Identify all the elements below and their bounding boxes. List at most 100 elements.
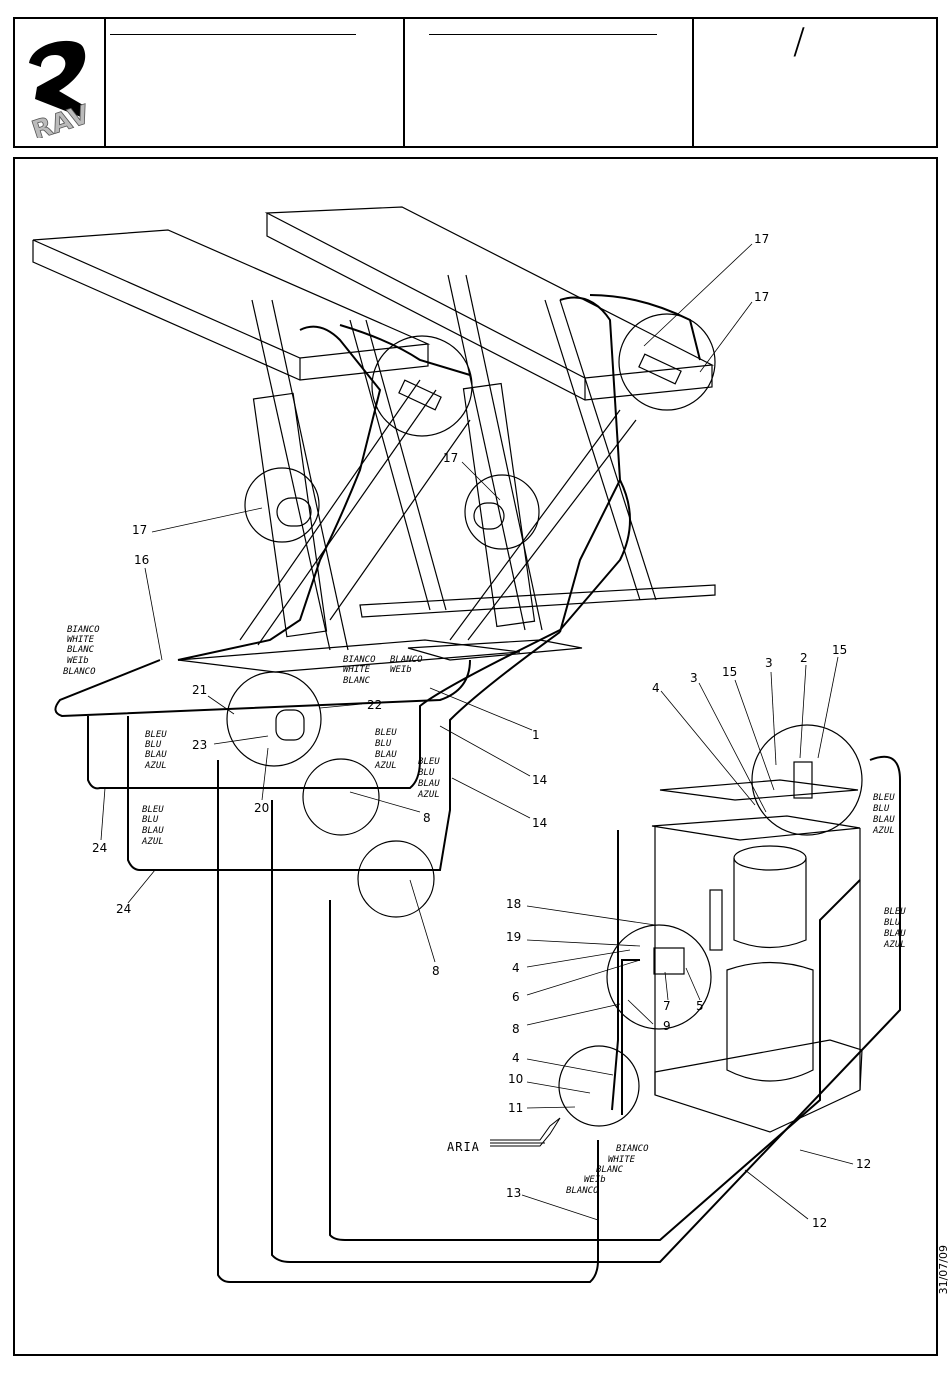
callout-number: 17 — [754, 232, 769, 246]
hose-label-blue: BLAU — [142, 826, 164, 836]
hose-color-labels: BIANCO WHITE BLANC WEIb BLANCO BIANCO WH… — [63, 625, 906, 1196]
right-cylinder — [462, 382, 536, 628]
callout-number: 15 — [832, 643, 847, 657]
detail-circle-air-inlet — [558, 1045, 640, 1127]
filter-body — [275, 709, 305, 741]
hose-label-blue: BLEU — [375, 728, 397, 738]
hose-label-blue: BLAU — [375, 750, 397, 760]
hose-label-blue: BLAU — [884, 929, 906, 939]
cylinder-end-detail — [276, 497, 312, 527]
hose-label-blue: BLU — [142, 815, 159, 825]
hose-label-white: WHITE — [343, 665, 371, 675]
title-block: / RAV — [13, 17, 938, 148]
hose-label-blue: BLU — [375, 739, 392, 749]
callout-number: 6 — [512, 990, 520, 1004]
cylinder-detail — [398, 379, 442, 411]
callout-number: 4 — [512, 961, 520, 975]
left-runway — [32, 229, 431, 381]
callout-number: 8 — [512, 1022, 520, 1036]
title-underline — [429, 34, 657, 35]
callout-number: 7 — [663, 999, 671, 1013]
callout-number: 12 — [856, 1157, 871, 1171]
hose-label-blue: AZUL — [883, 940, 906, 950]
hose-label-white: WHITE — [608, 1155, 636, 1165]
callout-number: 18 — [506, 897, 521, 911]
callout-number: 8 — [423, 811, 431, 825]
hose-label-white: BLANC — [596, 1165, 624, 1175]
hose-label-white: BLANC — [67, 645, 95, 655]
callout-number: 13 — [506, 1186, 521, 1200]
callout-number: 17 — [132, 523, 147, 537]
page-separator: / — [793, 21, 806, 62]
callout-number: 15 — [722, 665, 737, 679]
drawing-area — [13, 157, 938, 1356]
hose-label-white: WEIb — [584, 1175, 606, 1185]
right-scissor — [359, 274, 716, 661]
hose-label-blue: AZUL — [417, 790, 440, 800]
leader-lines — [100, 243, 854, 1221]
callout-number: 1 — [532, 728, 540, 742]
callout-number: 3 — [765, 656, 773, 670]
callout-number: 3 — [690, 671, 698, 685]
drawing-date: 31/07/09 — [937, 1245, 950, 1295]
detail-circle-valve-mid — [606, 924, 712, 1030]
callout-number: 16 — [134, 553, 149, 567]
callout-number: 10 — [508, 1072, 523, 1086]
left-scissor — [177, 299, 521, 673]
hose-label-blue: BLEU — [418, 757, 440, 767]
detail-circle-8-b — [357, 840, 435, 918]
hose-label-blue: BLEU — [884, 907, 906, 917]
hose-label-white: WHITE — [67, 635, 95, 645]
hose-label-white: WEIb — [67, 656, 89, 666]
hose-routes — [54, 294, 901, 1283]
callout-numbers: 17 17 17 17 16 1 14 14 21 22 23 20 24 24… — [92, 232, 871, 1230]
hose-label-blue: BLAU — [418, 779, 440, 789]
callout-number: 17 — [443, 451, 458, 465]
hose-label-white: BIANCO — [616, 1144, 649, 1154]
hose-label-blue: BLAU — [873, 815, 895, 825]
hose-label-white: BLANCO — [63, 667, 96, 677]
hose-label-white: WEIb — [390, 665, 412, 675]
title-divider — [403, 19, 405, 146]
hose-label-blue: BLU — [884, 918, 901, 928]
callout-number: 4 — [652, 681, 660, 695]
detail-circle-17-center — [464, 474, 540, 550]
hose-label-blue: BLEU — [145, 730, 167, 740]
hose-label-white: BLANC — [343, 676, 371, 686]
hose-label-white: BLANCO — [566, 1186, 599, 1196]
valve-block-mid — [653, 947, 685, 975]
power-unit — [651, 779, 863, 1133]
valve-block — [793, 761, 813, 799]
callout-number: 22 — [367, 698, 382, 712]
callout-number: 4 — [512, 1051, 520, 1065]
title-underline — [110, 34, 356, 35]
detail-circle-17-left — [244, 467, 320, 543]
callout-number: 17 — [754, 290, 769, 304]
cylinder-end-detail — [473, 502, 505, 530]
left-cylinder — [252, 392, 328, 638]
callout-number: 24 — [92, 841, 107, 855]
hose-label-white: BIANCO — [67, 625, 100, 635]
hose-label-blue: BLU — [418, 768, 435, 778]
callout-number: 11 — [508, 1101, 523, 1115]
hose-label-blue: AZUL — [141, 837, 164, 847]
title-divider — [692, 19, 694, 146]
callout-number: 2 — [800, 651, 808, 665]
callout-number: 24 — [116, 902, 131, 916]
callout-number: 9 — [663, 1019, 671, 1033]
callout-number: 20 — [254, 801, 269, 815]
hose-label-blue: BLU — [145, 740, 162, 750]
callout-number: 21 — [192, 683, 207, 697]
hose-label-blue: BLEU — [873, 793, 895, 803]
hose-label-blue: BLAU — [145, 750, 167, 760]
callout-number: 8 — [432, 964, 440, 978]
callout-number: 23 — [192, 738, 207, 752]
callout-number: 5 — [696, 999, 704, 1013]
company-logo: RAV — [28, 40, 94, 138]
hose-label-blue: AZUL — [374, 761, 397, 771]
detail-circle-17-right — [618, 313, 716, 411]
detail-circle-valve-top — [751, 724, 863, 836]
detail-circle-17-top — [371, 335, 473, 437]
air-inlet-arrow — [490, 1117, 561, 1147]
